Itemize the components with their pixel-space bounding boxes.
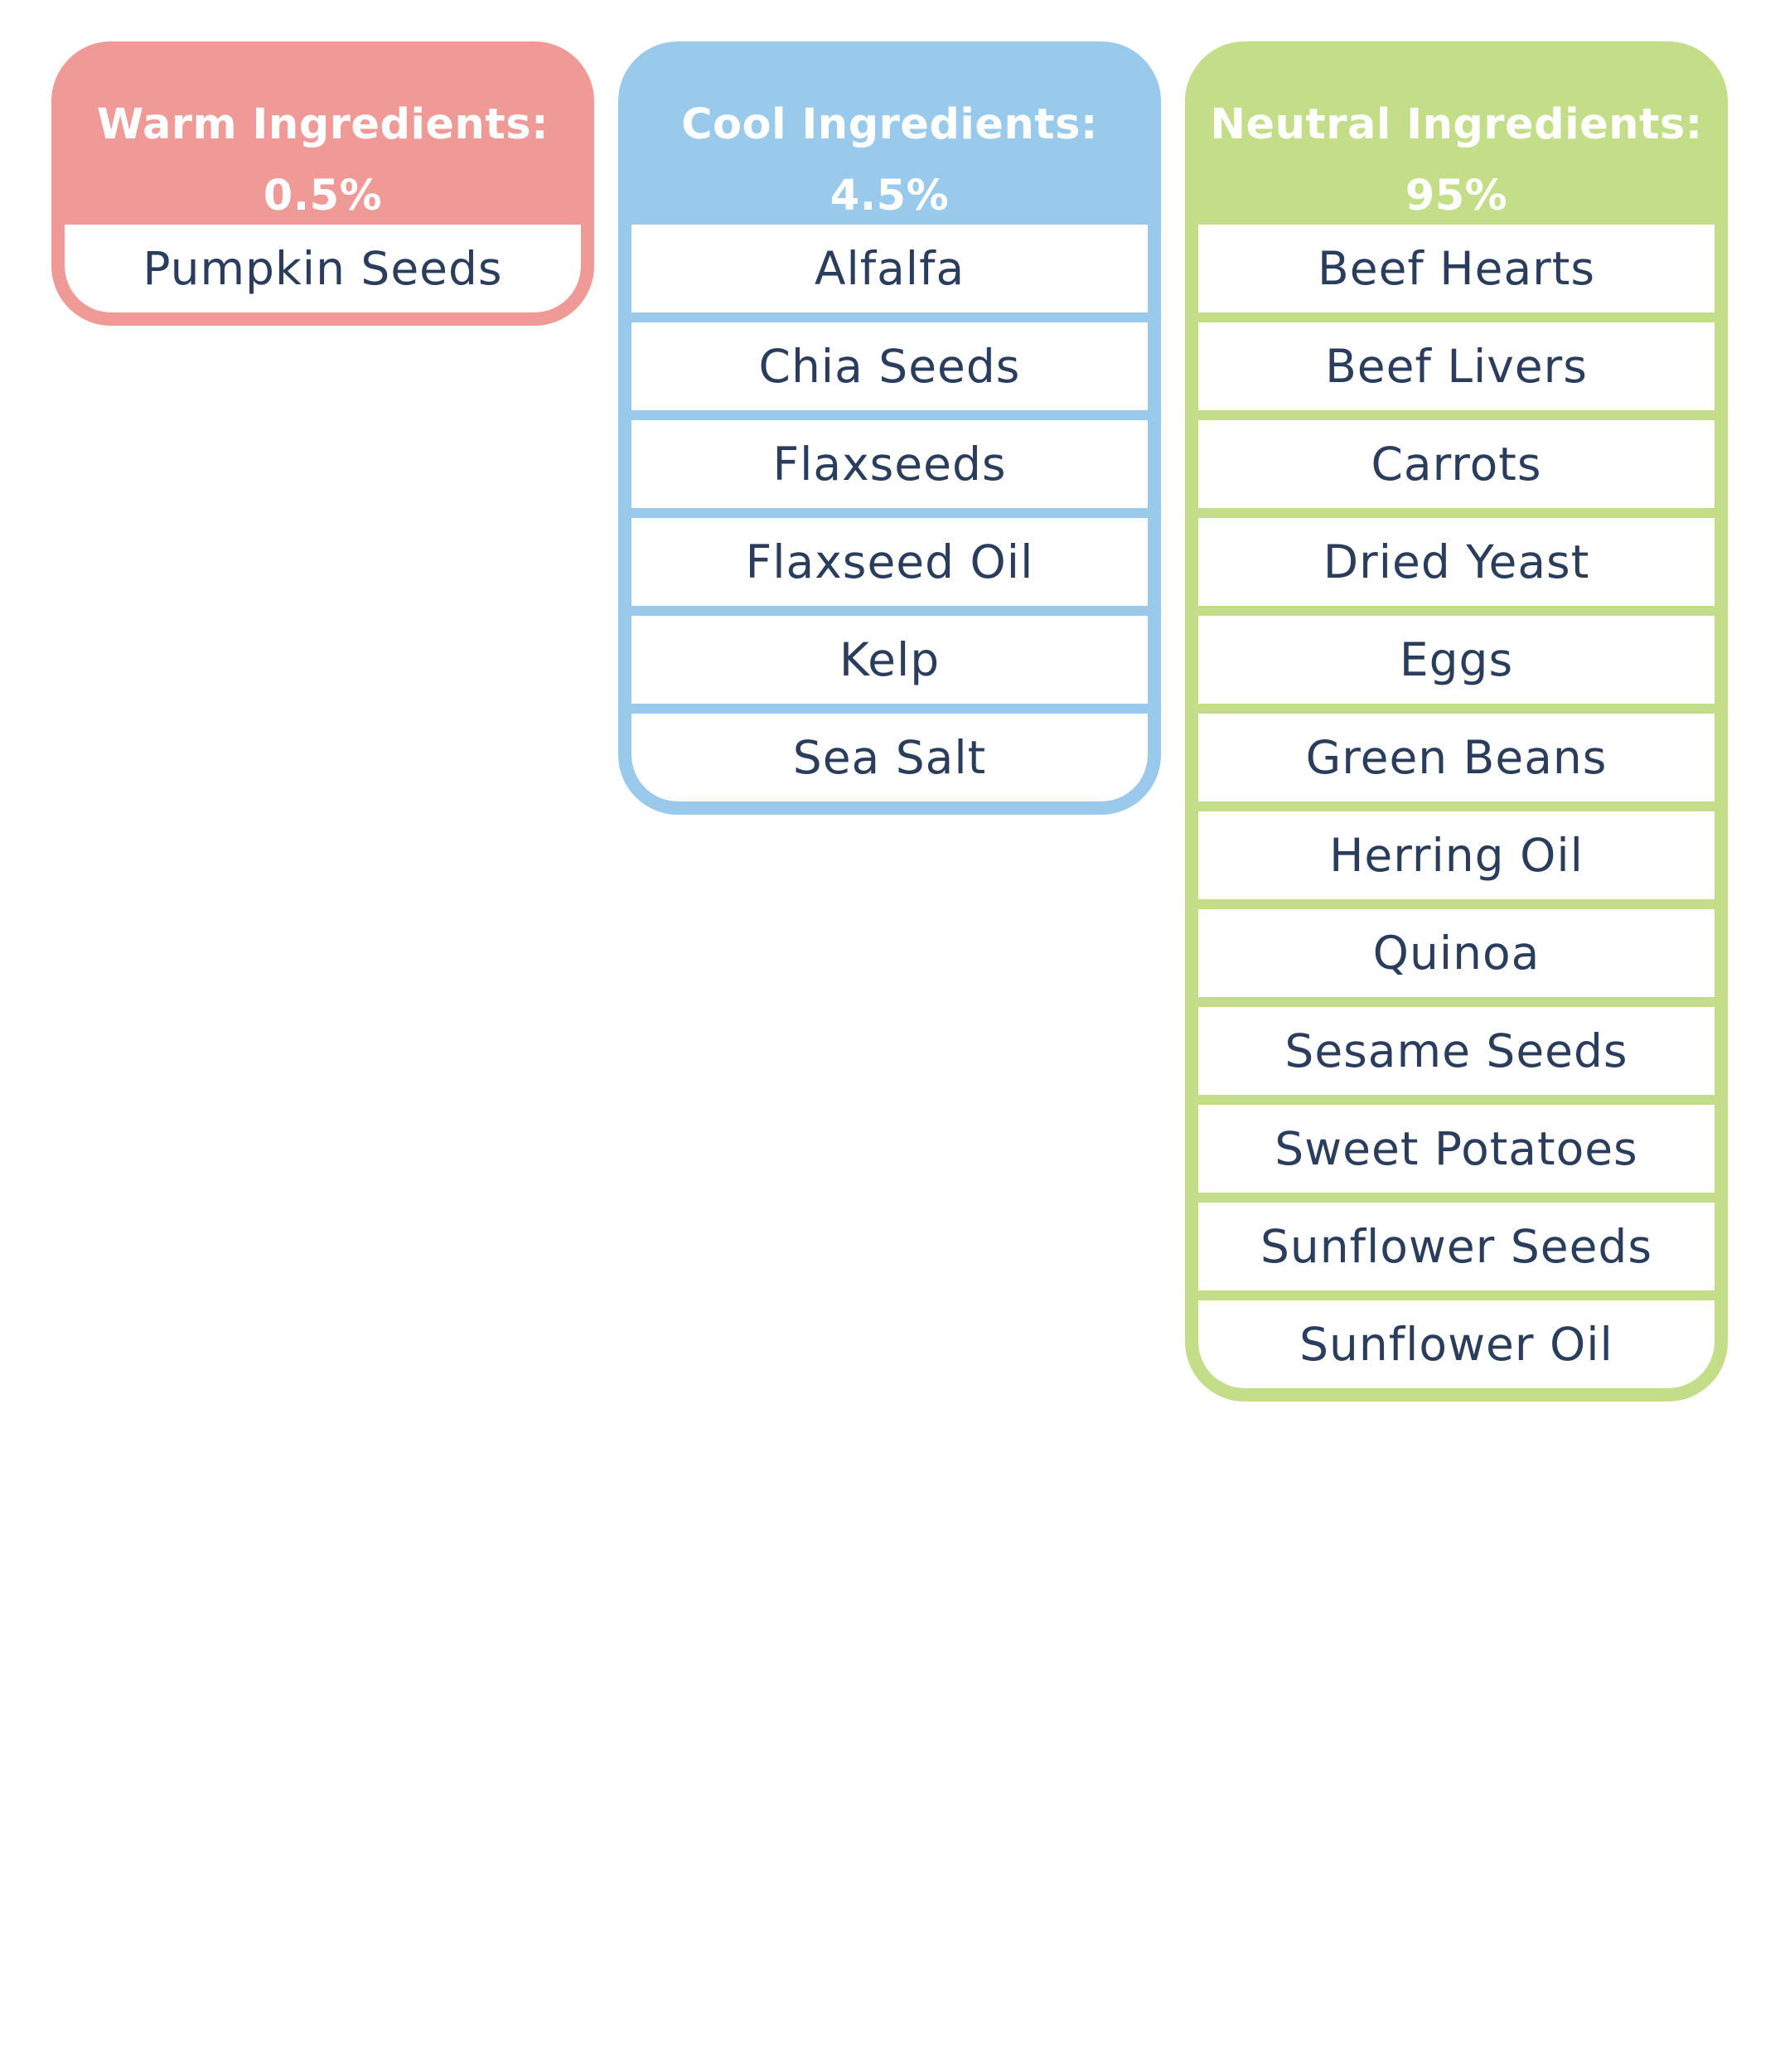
ingredient-row: Herring Oil [1198, 811, 1715, 899]
cool-ingredients-card: Cool Ingredients: 4.5% Alfalfa Chia Seed… [618, 41, 1161, 815]
ingredient-row: Quinoa [1198, 909, 1715, 997]
neutral-ingredients-percent: 95% [1405, 172, 1508, 220]
ingredient-row: Green Beans [1198, 714, 1715, 801]
ingredient-row: Sweet Potatoes [1198, 1105, 1715, 1193]
warm-ingredients-card: Warm Ingredients: 0.5% Pumpkin Seeds [51, 41, 594, 326]
ingredient-row: Chia Seeds [631, 322, 1148, 410]
ingredient-row: Carrots [1198, 420, 1715, 508]
warm-ingredients-percent: 0.5% [263, 172, 383, 220]
cool-ingredients-title: Cool Ingredients: [681, 100, 1098, 149]
ingredient-row: Dried Yeast [1198, 518, 1715, 606]
neutral-ingredients-card: Neutral Ingredients: 95% Beef Hearts Bee… [1185, 41, 1728, 1402]
ingredient-row: Flaxseeds [631, 420, 1148, 508]
cool-ingredients-percent: 4.5% [830, 172, 950, 220]
ingredient-row: Kelp [631, 616, 1148, 704]
ingredient-row: Alfalfa [631, 225, 1148, 312]
ingredient-row: Sunflower Seeds [1198, 1203, 1715, 1290]
warm-ingredients-header: Warm Ingredients: 0.5% [65, 55, 581, 225]
ingredient-row: Beef Livers [1198, 322, 1715, 410]
warm-ingredients-title: Warm Ingredients: [97, 100, 549, 149]
neutral-ingredients-list: Beef Hearts Beef Livers Carrots Dried Ye… [1198, 225, 1715, 1388]
cool-ingredients-header: Cool Ingredients: 4.5% [631, 55, 1148, 225]
ingredient-row: Sesame Seeds [1198, 1007, 1715, 1095]
ingredient-row: Sea Salt [631, 714, 1148, 801]
ingredient-row: Sunflower Oil [1198, 1300, 1715, 1388]
neutral-ingredients-title: Neutral Ingredients: [1210, 100, 1703, 149]
ingredient-row: Eggs [1198, 616, 1715, 704]
warm-ingredients-list: Pumpkin Seeds [65, 225, 581, 312]
neutral-ingredients-header: Neutral Ingredients: 95% [1198, 55, 1715, 225]
ingredient-row: Flaxseed Oil [631, 518, 1148, 606]
cool-ingredients-list: Alfalfa Chia Seeds Flaxseeds Flaxseed Oi… [631, 225, 1148, 801]
ingredient-row: Beef Hearts [1198, 225, 1715, 312]
ingredient-row: Pumpkin Seeds [65, 225, 581, 312]
